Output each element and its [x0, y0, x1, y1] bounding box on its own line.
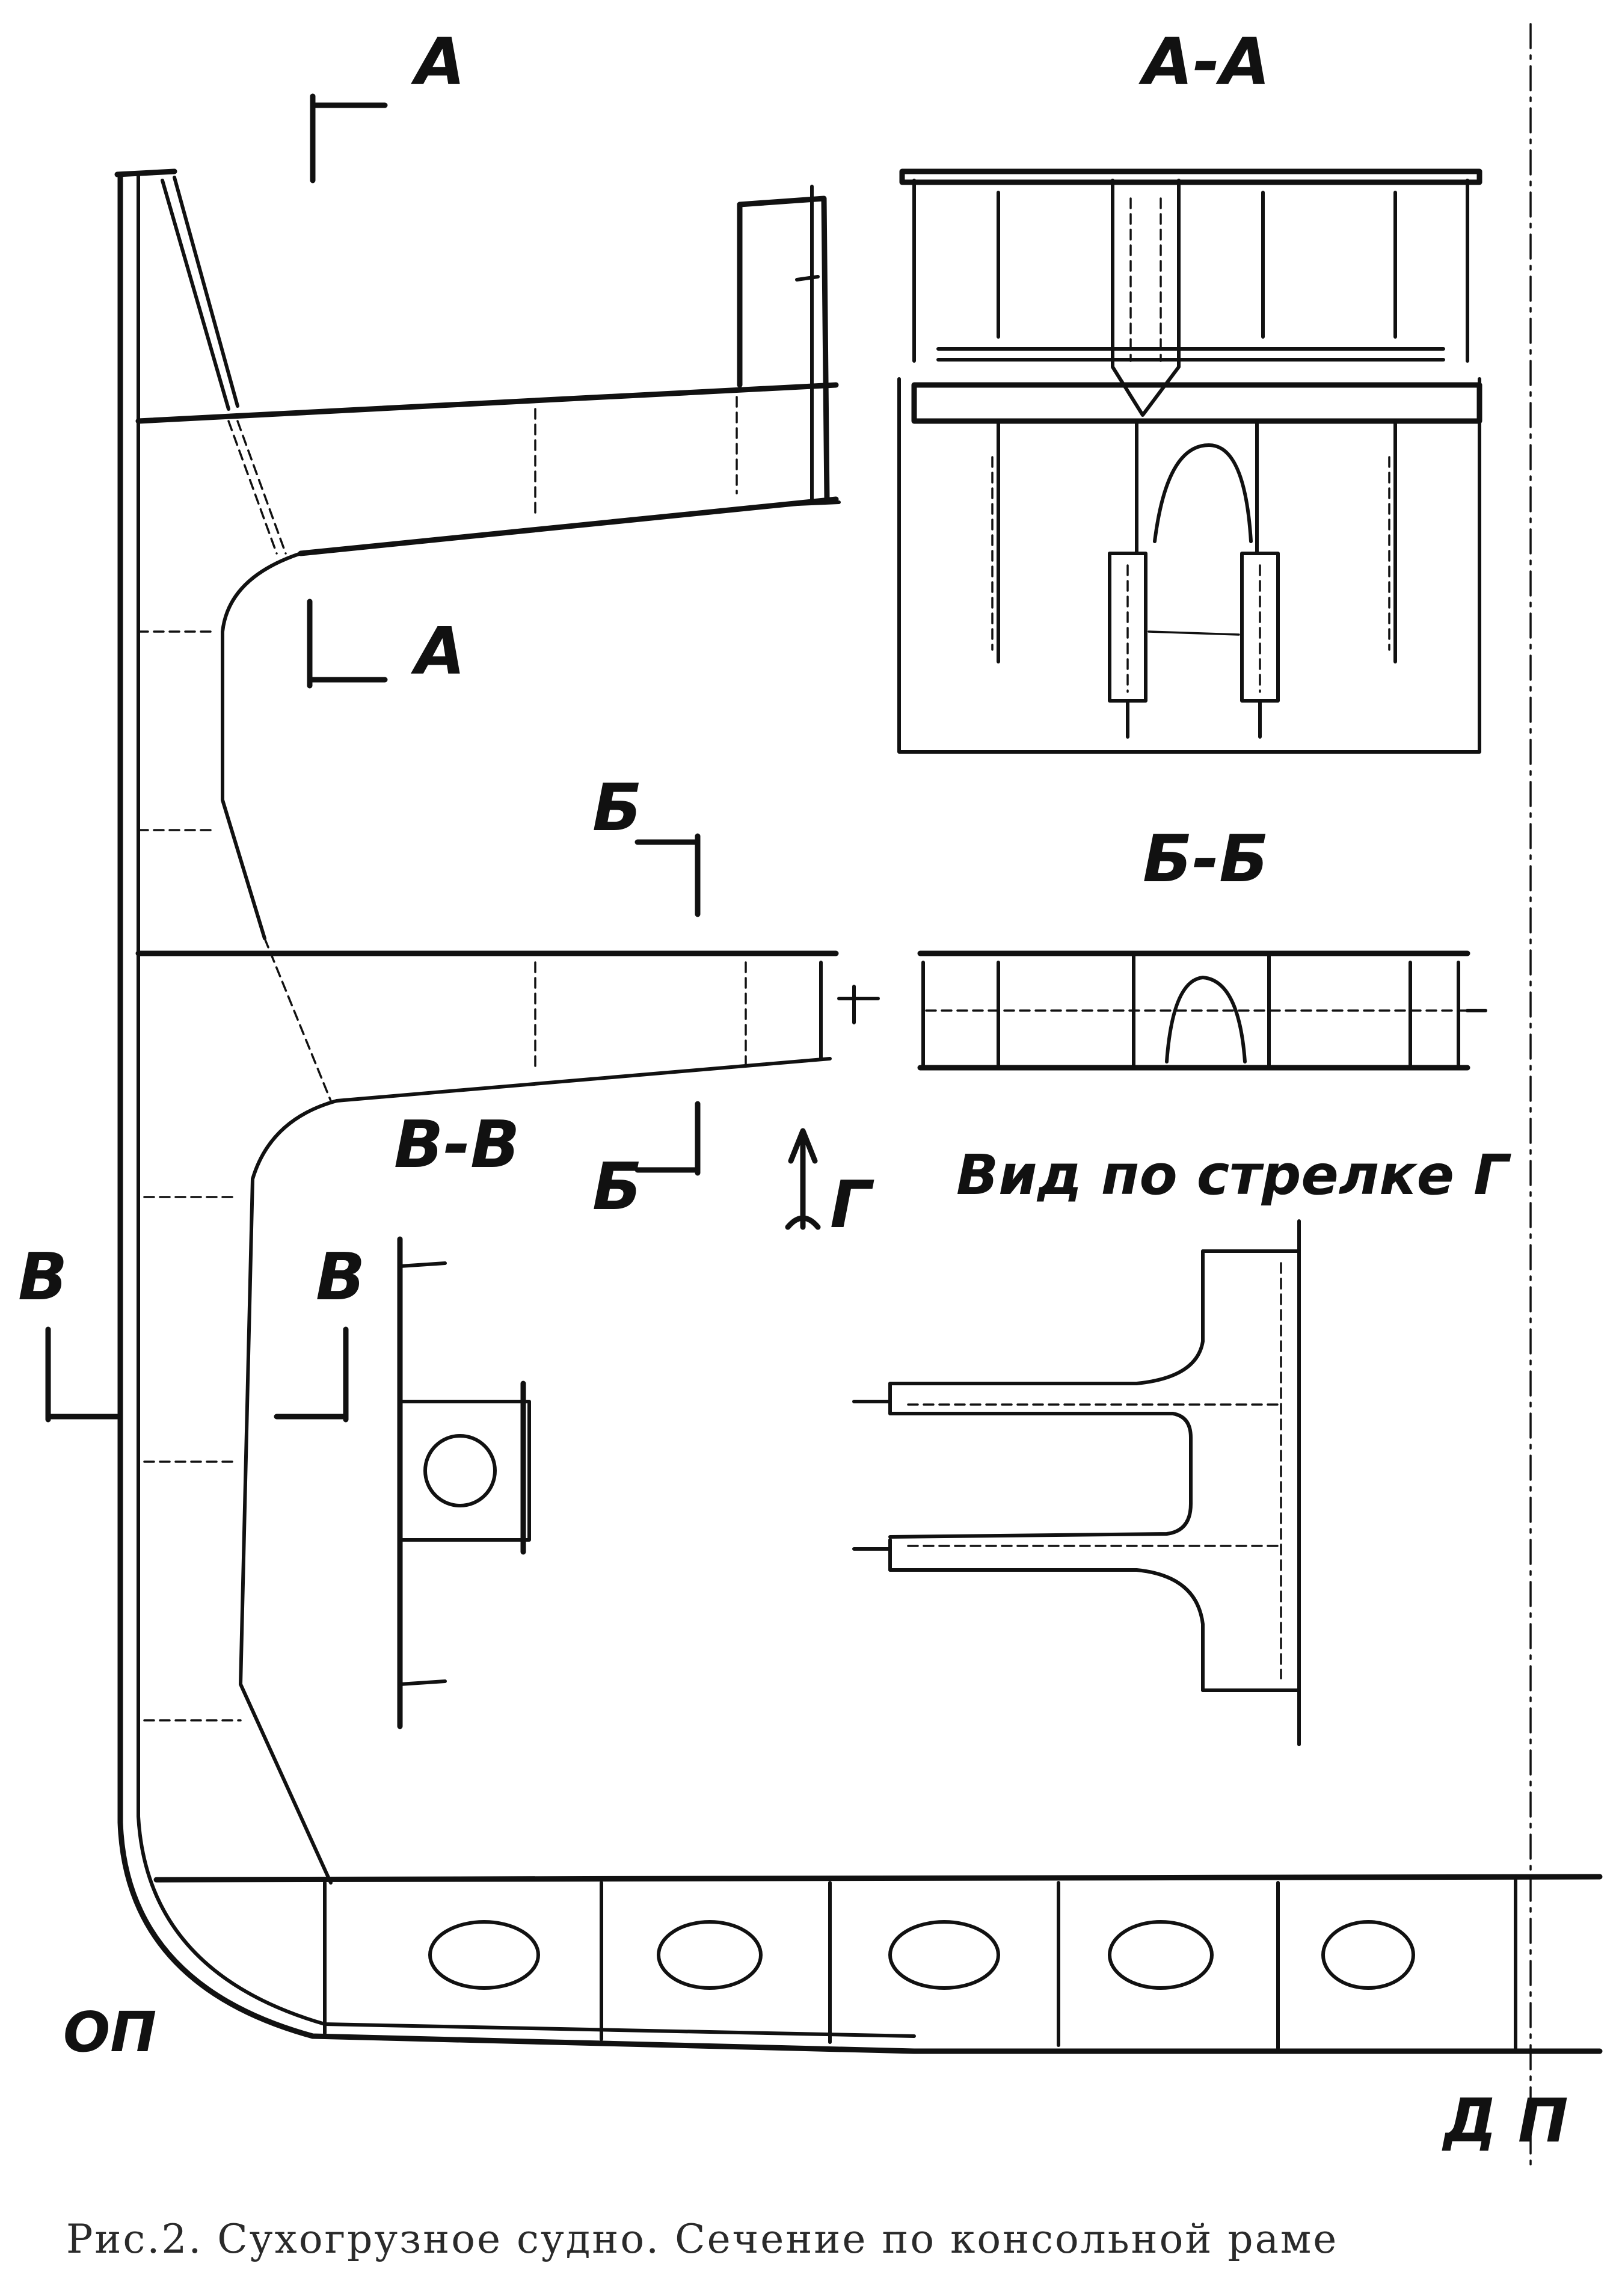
label-section-bb: Б-Б — [1143, 822, 1268, 897]
figure-caption: Рис.2. Сухогрузное судно. Сечение по кон… — [66, 2216, 1338, 2262]
label-section-b-bottom: Б — [592, 1150, 642, 1225]
label-section-vv: В-В — [394, 1107, 520, 1183]
label-section-aa: А-А — [1138, 25, 1270, 100]
label-section-a-bottom: А — [410, 614, 465, 689]
label-arrow-g: Г — [830, 1168, 874, 1243]
label-view-g: Вид по стрелке Г — [956, 1143, 1511, 1207]
label-section-b: Б — [592, 771, 642, 846]
section-markers — [45, 93, 821, 1423]
section-aa — [897, 168, 1482, 754]
label-section-a: А — [410, 25, 465, 100]
label-section-v: В — [18, 1240, 67, 1315]
label-centerline: Д П — [1442, 2085, 1568, 2156]
view-g — [852, 1219, 1301, 1746]
section-vv — [397, 1236, 531, 1729]
label-section-v-right: В — [316, 1240, 365, 1315]
label-baseline: ОП — [63, 2000, 156, 2064]
hull-frame — [114, 168, 1603, 2054]
section-bb — [917, 950, 1487, 1071]
